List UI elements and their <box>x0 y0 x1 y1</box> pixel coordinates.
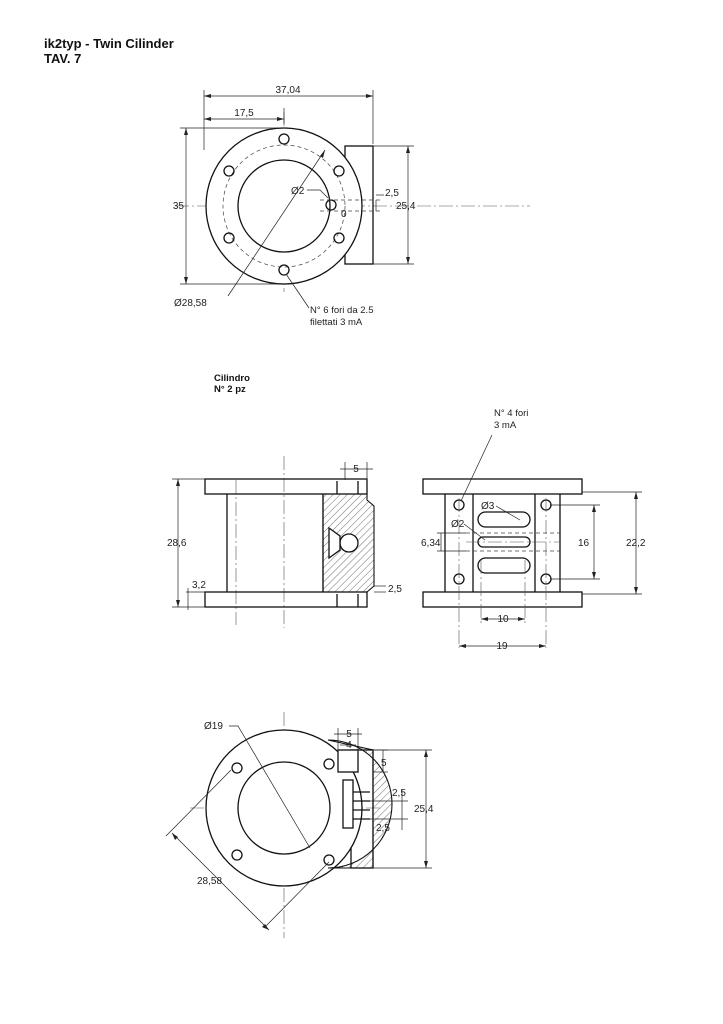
view-section: 5 28,6 3,2 2,5 <box>167 456 402 628</box>
slot-bottom <box>477 557 531 574</box>
bolt-hole <box>323 854 335 866</box>
top-flange <box>422 478 583 495</box>
transfer-port <box>339 533 359 553</box>
note-holes-line2: 3 mA <box>494 420 517 431</box>
view-end-bottom: Ø19 5 4 5 2,5 2,5 25,4 <box>165 712 434 938</box>
bolt-hole <box>223 232 235 244</box>
top-flange <box>204 478 368 495</box>
slot-top <box>477 511 531 528</box>
bolt-hole <box>223 165 235 177</box>
dim-10: 10 <box>497 614 509 625</box>
bolt-hole <box>278 133 290 145</box>
bolt-hole <box>323 758 335 770</box>
bore-circle <box>237 159 331 253</box>
bolt-hole <box>333 165 345 177</box>
view-end-top: 37,04 17,5 35 25,4 2,5 <box>173 85 530 328</box>
view-side: N° 4 fori 3 mA Ø3 Ø2 6,34 16 22 <box>421 408 646 652</box>
dim-port-zero: 0 <box>341 209 347 220</box>
dim-offset: 17,5 <box>234 108 254 119</box>
bolt-hole <box>333 232 345 244</box>
dim-port-width: 2,5 <box>385 188 399 199</box>
bottom-flange <box>204 591 368 608</box>
dim-slot-narrow: Ø2 <box>451 519 465 530</box>
bolt-hole <box>231 849 243 861</box>
part-name: Cilindro <box>214 373 250 384</box>
dim-height: 35 <box>173 201 185 212</box>
dim-25-4: 25,4 <box>414 804 434 815</box>
dim-28-58: 28,58 <box>197 876 222 887</box>
bolt-hole <box>231 762 243 774</box>
dim-19: 19 <box>496 641 508 652</box>
dim-width: 37,04 <box>275 85 300 96</box>
dim-port-diameter: Ø2 <box>291 186 305 197</box>
bolt-hole <box>278 264 290 276</box>
dim-bore: Ø19 <box>204 721 223 732</box>
dim-slot-wide: Ø3 <box>481 501 495 512</box>
bolt-holes <box>223 133 345 276</box>
dim-5-right: 5 <box>381 758 387 769</box>
dim-4: 4 <box>346 740 352 751</box>
bolt-holes <box>231 758 335 866</box>
bottom-flange <box>422 591 583 608</box>
dim-port-height: 25,4 <box>396 201 416 212</box>
note-holes-line1: N° 4 fori <box>494 408 528 419</box>
dim-wall: 2,5 <box>388 584 402 595</box>
dim-2-5-upper: 2,5 <box>392 788 406 799</box>
flange-outline <box>205 729 363 887</box>
part-quantity: N° 2 pz <box>214 384 246 395</box>
dim-2-5-lower: 2,5 <box>376 823 390 834</box>
note-holes-line2: filettati 3 mA <box>310 317 363 328</box>
dim-height: 28,6 <box>167 538 187 549</box>
dim-5-top: 5 <box>346 729 352 740</box>
dim-flange: 3,2 <box>192 580 206 591</box>
dim-6-34: 6,34 <box>421 538 441 549</box>
note-holes-line1: N° 6 fori da 2.5 <box>310 305 373 316</box>
bore-circle <box>237 761 331 855</box>
dim-22-2: 22,2 <box>626 538 646 549</box>
bolt-circle <box>222 144 346 268</box>
dim-bolt-circle: Ø28,58 <box>174 298 207 309</box>
dim-top: 5 <box>353 464 359 475</box>
dim-16: 16 <box>578 538 590 549</box>
drawing-title: ik2typ - Twin Cilinder <box>44 36 174 51</box>
flange-outline <box>205 127 363 285</box>
sheet-number: TAV. 7 <box>44 51 82 66</box>
